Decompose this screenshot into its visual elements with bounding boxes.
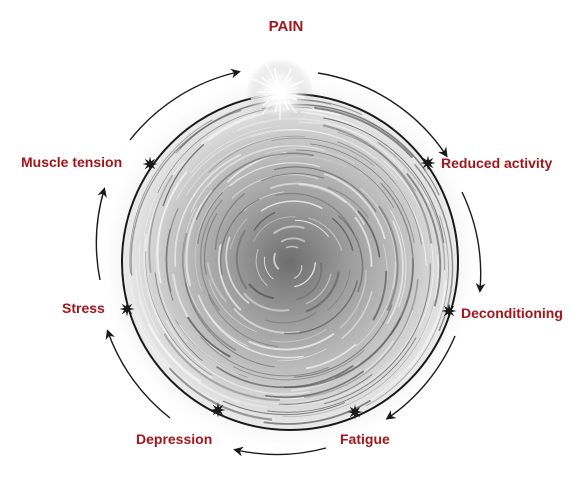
arrow-stress-to-muscle [95,187,107,281]
starburst-icon-reduced-activity [420,155,436,171]
arrow-fatigue-to-depression [233,446,327,457]
starburst-icon-fatigue [347,404,363,420]
spiral-vortex [122,94,458,430]
node-label-deconditioning: Deconditioning [461,305,563,321]
arrow-reduced-to-deconditioning [461,191,486,293]
arrow-depression-to-stress [105,329,171,419]
arrow-deconditioning-to-fatigue [385,335,456,420]
node-label-pain: PAIN [269,18,304,35]
arrow-pain-to-reduced [317,72,448,158]
node-label-muscle-tension: Muscle tension [21,154,122,170]
starburst-icon-deconditioning [441,303,457,319]
node-markers [119,155,457,420]
node-label-reduced-activity: Reduced activity [441,155,552,171]
node-label-fatigue: Fatigue [340,431,390,447]
flow-arrows [95,68,486,457]
node-label-depression: Depression [136,431,212,447]
arrow-muscle-to-pain [129,68,241,141]
node-label-stress: Stress [62,300,105,316]
starburst-icon-stress [119,301,135,317]
starburst-icon-muscle-tension [142,156,158,172]
white-burst-icon [246,58,314,126]
starburst-icon-depression [210,402,226,418]
